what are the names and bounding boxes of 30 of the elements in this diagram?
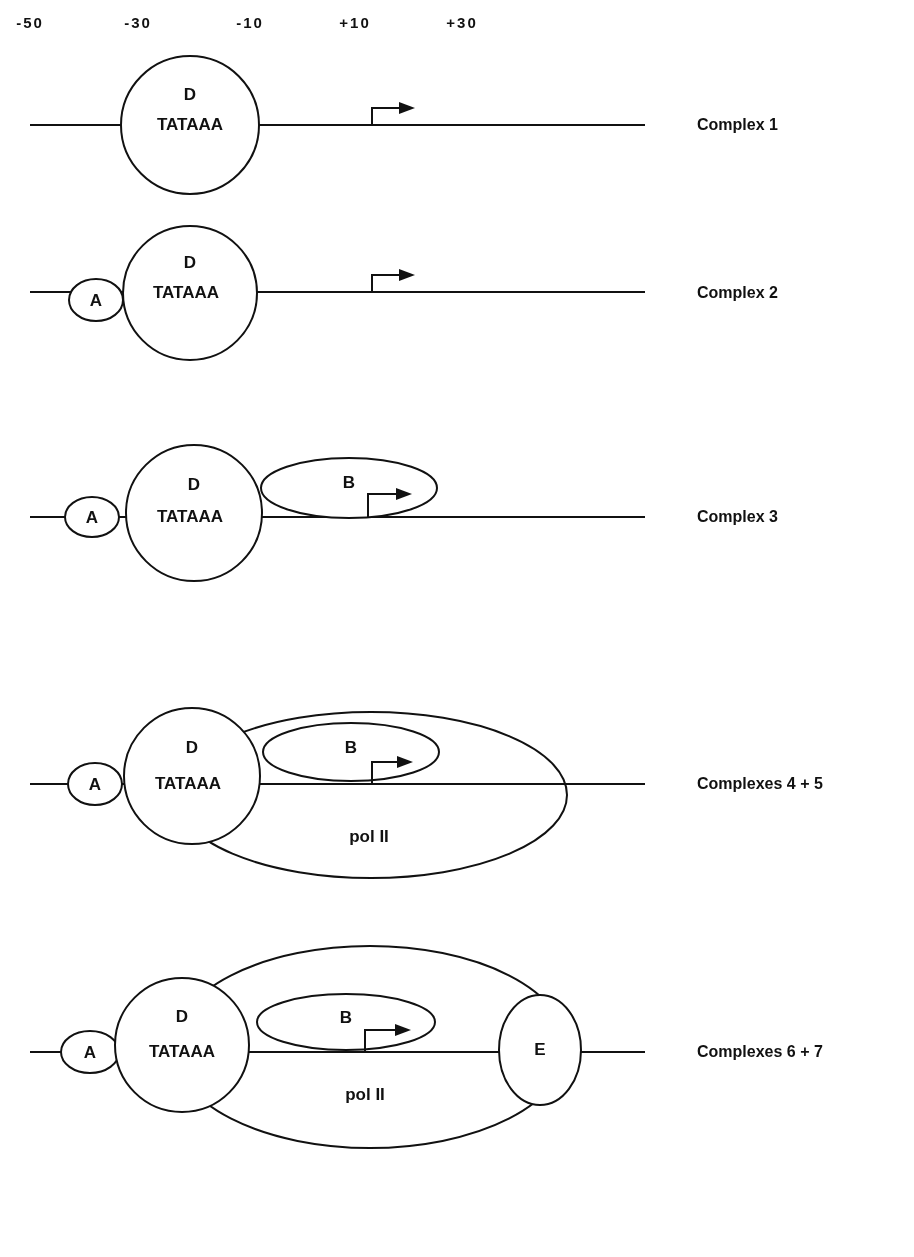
sequence-label: TATAAA (156, 507, 224, 527)
factor-label: D (185, 738, 199, 758)
sequence-label: TATAAA (152, 283, 220, 303)
factor-label: A (88, 775, 102, 795)
factor-label: B (342, 473, 356, 493)
complex-label: Complex 1 (697, 116, 778, 134)
factor-label: D (183, 253, 197, 273)
factor-label: E (534, 1040, 546, 1060)
factor-label: B (344, 738, 358, 758)
position-label: -30 (124, 13, 152, 31)
factor-label: A (85, 508, 99, 528)
sequence-label: TATAAA (156, 115, 224, 135)
complex-label: Complex 2 (697, 284, 778, 302)
factor-label: D (183, 85, 197, 105)
complex-label: Complexes 6 + 7 (697, 1043, 823, 1061)
factor-label: A (83, 1043, 97, 1063)
factor-label: pol II (345, 1085, 385, 1105)
complex-label: Complexes 4 + 5 (697, 775, 823, 793)
sequence-label: TATAAA (148, 1042, 216, 1062)
position-label: -10 (236, 13, 264, 31)
factor-label: B (339, 1008, 353, 1028)
factor-label: pol II (349, 827, 389, 847)
complex-label: Complex 3 (697, 508, 778, 526)
factor-label: A (89, 291, 103, 311)
factor-label: D (175, 1007, 189, 1027)
position-label: +30 (446, 13, 478, 31)
position-label: +10 (339, 13, 371, 31)
position-label: -50 (16, 13, 44, 31)
factor-label: D (187, 475, 201, 495)
sequence-label: TATAAA (154, 774, 222, 794)
